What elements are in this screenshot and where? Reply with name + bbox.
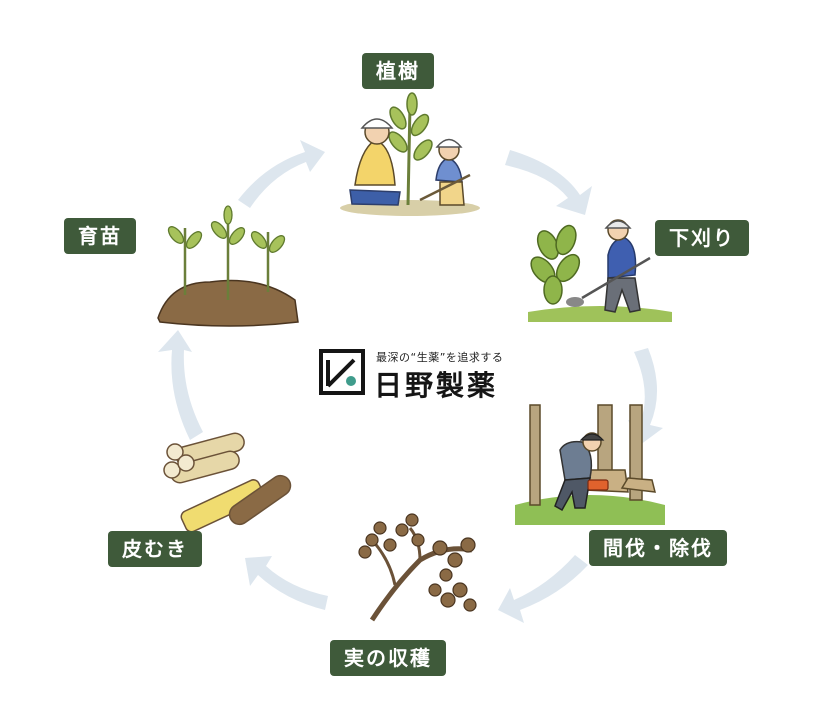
thinning-illustration	[515, 404, 665, 525]
step-label-seedlings: 育苗	[64, 218, 136, 254]
arrow-weeding-to-thinning	[628, 348, 663, 445]
arrow-harvest-to-peeling	[245, 556, 328, 610]
company-logo: 最深の“生薬”を追求する 日野製薬	[318, 346, 518, 402]
step-label-harvest: 実の収穫	[330, 640, 446, 676]
step-label-planting: 植樹	[362, 53, 434, 89]
seedlings-illustration	[157, 205, 299, 327]
cycle-arrows	[158, 140, 663, 623]
logo-tagline: 最深の“生薬”を追求する	[376, 351, 504, 364]
weeding-illustration	[528, 219, 672, 322]
harvest-illustration	[358, 513, 477, 622]
arrow-seedlings-to-planting	[238, 140, 325, 208]
arrow-planting-to-weeding	[505, 150, 592, 215]
arrow-peeling-to-seedlings	[158, 330, 203, 440]
peeling-illustration	[163, 432, 292, 533]
step-label-thinning: 間伐・除伐	[589, 530, 727, 566]
logo-mark-icon	[319, 349, 365, 395]
step-label-peeling: 皮むき	[108, 531, 202, 567]
logo-company-name: 日野製薬	[374, 369, 499, 402]
arrow-thinning-to-harvest	[498, 555, 588, 623]
planting-illustration	[340, 92, 480, 216]
step-label-weeding: 下刈り	[655, 220, 749, 256]
